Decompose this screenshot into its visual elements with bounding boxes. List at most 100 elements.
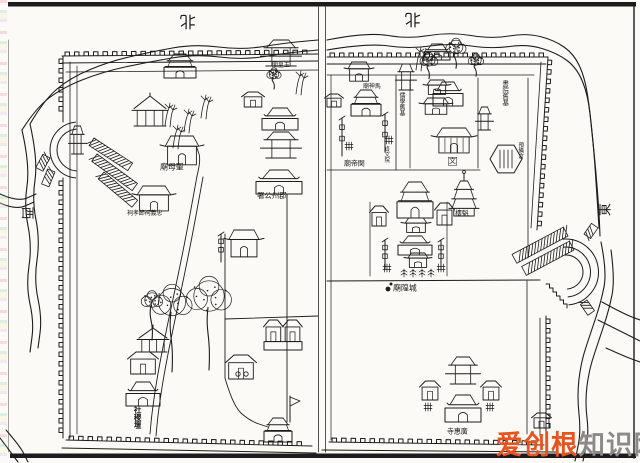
- tree-105: [467, 52, 485, 77]
- hill-pavilion: [131, 92, 169, 127]
- label-guanghui-monastery: 寺惠廣: [447, 427, 468, 436]
- left-moat-inlet-a: [0, 193, 37, 200]
- tree-ne: [266, 67, 282, 90]
- left-wall-west-lower: [58, 177, 64, 439]
- left-wall-south-outer: [61, 447, 317, 454]
- left-moat-west-a: [29, 123, 42, 349]
- west-bastion-arcs: [49, 121, 77, 179]
- big-tree-1: [151, 283, 193, 373]
- sticks-130: [427, 268, 435, 278]
- left-moat-west-b: [21, 129, 34, 353]
- sticks-129: [418, 268, 426, 278]
- chenghuang-shrine: [403, 252, 433, 268]
- right-wall-east-upper-inner: [530, 61, 542, 229]
- small-house-mid: [241, 91, 265, 108]
- storehouses: [263, 319, 303, 351]
- bamboo-ne: [295, 70, 309, 96]
- mashen-temple-building: [343, 61, 375, 82]
- flag-85: [217, 231, 225, 263]
- west-edge-house: [324, 93, 344, 108]
- bamboo-76: [200, 94, 214, 120]
- east-bastion-tab-2: [578, 299, 595, 316]
- label-academy-old-site: 書院舊基: [500, 80, 509, 106]
- label-sheji-altar: 社稷壇: [132, 406, 142, 429]
- stilt-pavilion: [136, 324, 170, 353]
- yuhuang-pavilion-building: [260, 39, 302, 67]
- west-bastion-ramp-2: [88, 153, 138, 192]
- yimen-gate: [261, 107, 299, 131]
- chenghuang-hall-1: [400, 217, 432, 233]
- west-bastion-tab-1: [35, 151, 51, 172]
- left-north-road: [65, 69, 319, 73]
- label-guandi-temple: 廟帝関: [344, 159, 365, 168]
- label-direction-east: 東: [598, 203, 614, 217]
- right-wall-south-outer: [321, 449, 557, 453]
- well-111: [384, 135, 394, 145]
- well-139: [485, 402, 495, 412]
- top-black-bar: [8, 2, 636, 7]
- label-chenghuang-temple: 廟隍城: [393, 283, 417, 293]
- left-street-curve: [224, 377, 269, 428]
- yamen-gate-tower: [260, 131, 302, 159]
- west-bastion-tab-2: [41, 166, 56, 188]
- label-jiexiao-zhongyi-shrines: 祠孝節祠義忠: [127, 209, 163, 217]
- wenmiao-hall-1: [422, 79, 452, 95]
- label-kui-tower: 樓魁: [455, 209, 469, 218]
- watermark-secondary: 知识网: [578, 430, 640, 461]
- flank-house-west: [369, 205, 389, 227]
- drum-tower: [396, 181, 434, 219]
- dacheng-hall: [430, 127, 478, 154]
- east-bastion-ramp-1: [511, 224, 569, 264]
- east-bastion-ramp-2: [521, 238, 575, 276]
- left-wall-west-upper: [58, 55, 64, 123]
- well-138: [423, 402, 433, 412]
- grove-gatehall: [432, 81, 464, 107]
- circ-88: [235, 371, 241, 377]
- small-compound: [225, 354, 257, 380]
- tree-104: [445, 37, 467, 69]
- right-moat-top-b: [326, 43, 601, 237]
- bamboo-106: [415, 46, 429, 72]
- label-prefecture-office: 署公州郡: [257, 191, 287, 200]
- south-wall-house: [531, 412, 552, 429]
- bottom-black-bar: [10, 453, 636, 458]
- well-131: [436, 263, 446, 273]
- south-gate-banner: [289, 395, 301, 423]
- sticks-128: [409, 268, 417, 278]
- dot-132: [385, 286, 391, 292]
- granary-hexagon: [489, 144, 523, 174]
- left-street-horizontal: [224, 315, 319, 320]
- right-moat-branch-a: [601, 301, 640, 321]
- east-bastion-arcs: [562, 238, 599, 306]
- flank-house-east: [434, 202, 455, 226]
- left-main-road-a: [149, 175, 198, 435]
- chenghuang-gate: [397, 235, 433, 256]
- kui-tower-pagoda: [448, 170, 480, 217]
- well-126: [382, 263, 392, 273]
- watermark-primary: 爱创根: [496, 430, 579, 461]
- guanghui-shrine-tower: [445, 356, 481, 385]
- tree-103: [419, 51, 439, 80]
- label-wen-plaque: 文: [448, 157, 457, 166]
- right-south-road: [326, 279, 541, 282]
- right-wall-north: [326, 52, 549, 58]
- prefecture-office-gate: [255, 169, 303, 195]
- left-stream-bottom-a: [5, 429, 29, 463]
- mid-hall: [223, 229, 265, 258]
- west-bastion-ramp-1: [85, 137, 133, 172]
- shengmu-temple-building: [159, 135, 205, 166]
- left-stream-bottom-b: [0, 437, 19, 463]
- label-direction-north-right: 北: [405, 9, 421, 29]
- flag-109: [381, 111, 389, 153]
- left-wall-north: [61, 49, 319, 57]
- label-direction-west: 西: [19, 206, 35, 220]
- lingxing-tower: [395, 63, 417, 91]
- label-shengmu-temple: 廟母聖: [160, 162, 184, 172]
- label-granary: 預備倉: [517, 142, 525, 159]
- flag-108: [338, 115, 346, 157]
- site-watermark: 爱创根知识网: [496, 423, 640, 462]
- sticks-127: [400, 268, 408, 278]
- jiexiao-shrine-building: [131, 185, 177, 212]
